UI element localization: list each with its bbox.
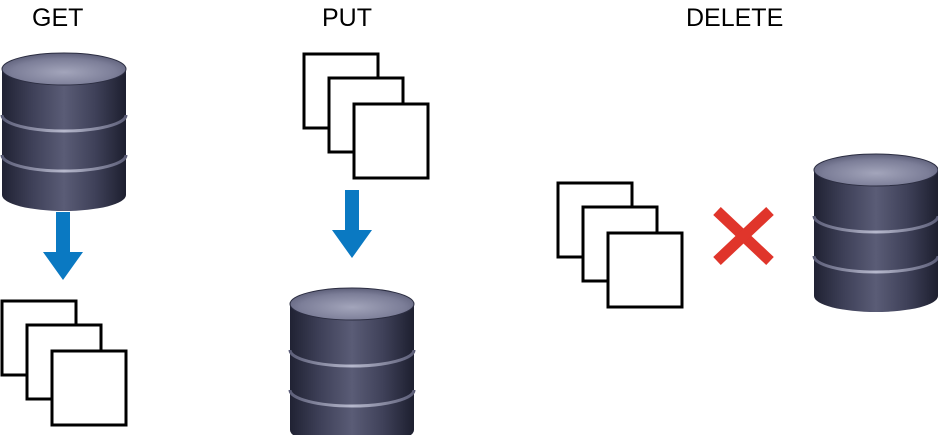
put-document-stack-icon bbox=[302, 52, 430, 180]
cross-icon bbox=[713, 206, 774, 266]
get-arrow-down-icon bbox=[43, 212, 83, 280]
put-database-icon bbox=[288, 286, 416, 435]
get-document-stack-icon bbox=[0, 299, 128, 427]
put-label: PUT bbox=[322, 4, 372, 32]
put-arrow-down-icon bbox=[332, 190, 372, 258]
get-label: GET bbox=[32, 4, 84, 32]
delete-document-stack-icon bbox=[556, 181, 684, 309]
delete-label: DELETE bbox=[686, 4, 784, 32]
get-database-icon bbox=[0, 51, 128, 213]
delete-database-icon bbox=[812, 152, 938, 314]
